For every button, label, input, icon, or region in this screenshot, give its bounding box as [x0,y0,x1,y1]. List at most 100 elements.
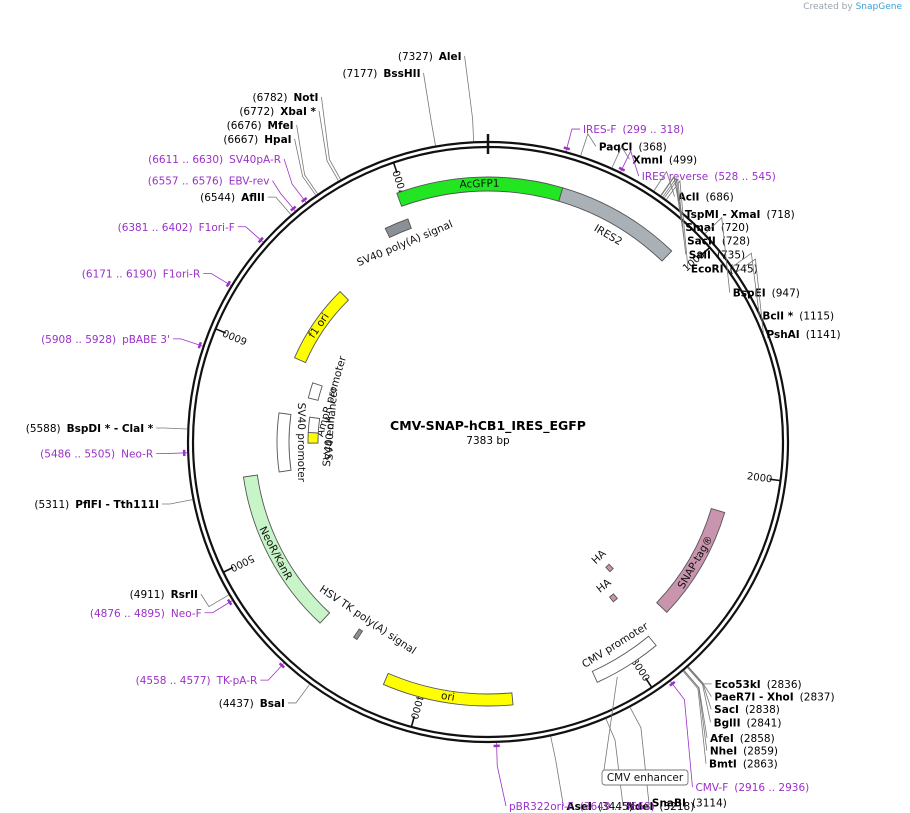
leader-f1ori-f [237,226,264,243]
leader-bspdi-clai [156,427,188,430]
feature-ires2 [558,187,673,262]
site-alei: (7327)AleI [398,51,462,63]
plasmid-length: 7383 bp [466,435,510,447]
feature-ha [605,563,614,573]
site-hpai: (6667)HpaI [223,134,291,146]
feature-snap-tag [656,507,726,613]
site-f1ori-f: (6381 .. 6402)F1ori-F [118,222,235,234]
feature-label-hsv-tk-poly-a-signal: HSV TK poly(A) signal [317,583,418,657]
feature-label-acgfp1: AcGFP1 [459,177,499,190]
leader-ebv-rev [272,180,296,212]
site-acli: AclI(686) [678,192,734,204]
feature-sv40-enhancer [307,416,321,434]
site-smai: SmaI(720) [685,222,749,234]
site-ires-reverse: IRES reverse(528 .. 545) [642,171,776,183]
leader-pshai [736,258,764,335]
feature-label-sv40-ori: SV40 ori [324,416,337,460]
leader-ecori [665,179,689,269]
primer-mark-f1ori-r [225,280,232,288]
primer-mark-neo-f [226,598,233,606]
leader-noti [321,96,342,180]
site-sali: SalI(735) [689,249,745,261]
leader-sacii [662,177,685,241]
site-asei: AseI(3445) [566,801,632,813]
site-saci: SacI(2838) [714,704,780,716]
tick-6000 [215,328,227,334]
site-paqci: PaqCI(368) [599,141,667,153]
site-paer7i-xhoi: PaeR7I - XhoI(2837) [714,692,834,704]
primer-mark-ires-reverse [618,166,626,172]
primer-mark-cmv-f [669,680,676,687]
site-neo-f: (4876 .. 4895)Neo-F [90,608,202,620]
tick-3000 [644,677,653,688]
leader-mfei [296,124,318,195]
site-nhei: NheI(2859) [710,746,778,758]
leader-xmni [611,145,630,168]
site-rsrii: (4911)RsrII [130,589,198,601]
site-bsshii: (7177)BssHII [342,68,420,80]
primer-mark-ires-f [563,146,571,151]
site-xbai: (6772)XbaI * [239,106,316,118]
leader-pflfi-tth111i [161,499,193,505]
leader-asei [550,736,564,807]
leader-ires-reverse [620,150,640,177]
site-afei: AfeI(2858) [710,733,775,745]
tick-1000 [701,246,711,256]
tick-label-5000: 5000 [228,552,256,573]
site-snabi: SnaBI(3114) [652,798,727,810]
leader-pbabe-3 [172,338,203,347]
leader-snabi [629,707,650,803]
feature-label-f1-ori: f1 ori [306,311,331,340]
site-xmni: XmnI(499) [632,154,697,166]
leader-bsshii [423,72,436,146]
leader-tk-pa-r [260,662,285,681]
plasmid-title: CMV-SNAP-hCB1_IRES_EGFP [390,418,586,434]
feature-sv40-ori [307,431,319,444]
leader-sali [663,178,687,255]
leader-ndei [605,718,624,807]
leader-neo-f [204,600,233,614]
feature-hsv-tk-poly-a-signal [352,628,364,641]
feature-ampr-promoter [307,382,323,401]
site-sacii: SacII(728) [687,236,750,248]
leader-sv40pa-r [283,158,307,203]
leader-ires-f [565,128,580,152]
site-cmv-f: CMV-F(2916 .. 2936) [695,782,809,794]
tick-label-6000: 6000 [221,326,249,346]
site-ires-f: IRES-F(299 .. 318) [583,124,684,136]
leader-hpai [294,138,317,196]
site-bcli: BclI *(1115) [762,311,834,323]
primer-mark-tk-pa-r [278,662,286,669]
tick-5000 [222,566,234,573]
site-aflii: (6544)AflII [200,192,265,204]
credit-prefix: Created by [803,2,853,12]
site-ebv-rev: (6557 .. 6576)EBV-rev [148,176,270,188]
leader-f1ori-r [203,273,232,286]
feature-cmv-promoter [591,635,657,683]
site-bglii: BglII(2841) [714,717,782,729]
site-bmti: BmtI(2863) [709,759,778,771]
feature-sv40-poly-a-signal [384,218,412,239]
tick-2000 [769,478,781,482]
feature-label-ori: ori [440,690,455,704]
site-bspdi-clai: (5588)BspDI * - ClaI * [26,423,154,435]
site-pflfi-tth111i: (5311)PflFI - Tth111I [34,499,159,511]
site-eco53ki: Eco53kI(2836) [715,679,802,691]
tick-label-2000: 2000 [746,471,773,485]
site-sv40pa-r: (6611 .. 6630)SV40pA-R [148,154,281,166]
primer-mark-sv40pa-r [300,197,308,203]
feature-ori [382,672,514,707]
site-tspmi-xmai: TspMI - XmaI(718) [685,209,795,221]
primer-mark-pbabe-3 [197,341,203,349]
leader-alei [464,55,475,142]
site-noti: (6782)NotI [253,92,319,104]
leader-bsai [287,684,310,704]
leader-neo-r [156,452,188,455]
plasmid-backbone [186,134,790,744]
cmv-enhancer-box [601,769,689,786]
snapgene-logo-text: SnapGene [855,2,902,12]
feature-f1-ori [293,290,350,364]
feature-neor-kanr [242,474,331,624]
primer-mark-f1ori-f [257,236,264,244]
